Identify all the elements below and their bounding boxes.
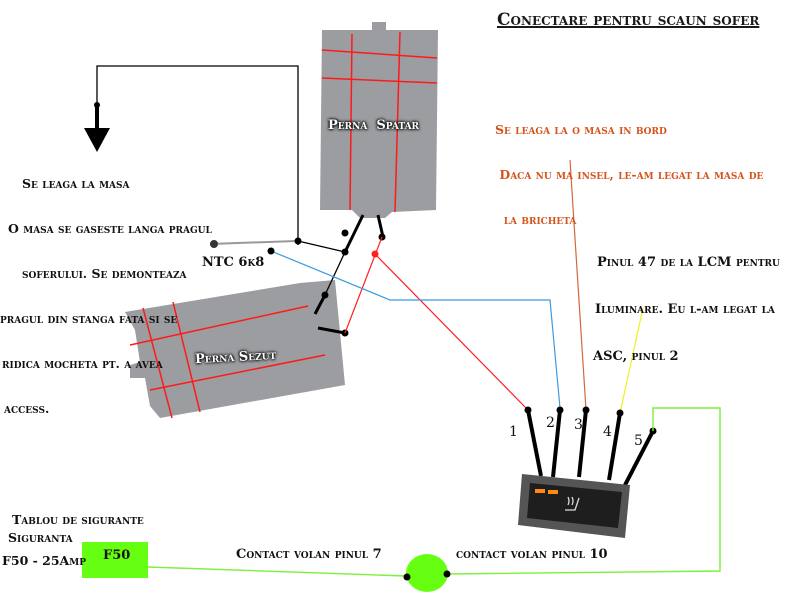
pin-label-3: 3 bbox=[574, 417, 583, 433]
ground-arrow-icon bbox=[84, 128, 110, 152]
floor-ground-note: Se leaga la masa O masa se gaseste langa… bbox=[0, 146, 212, 431]
note-line: pragul din stanga fata si se bbox=[0, 311, 178, 326]
fuse-board-label: Tablou de sigurante bbox=[12, 512, 144, 527]
black-wire-network bbox=[297, 214, 385, 335]
fuse-box-label: F50 bbox=[103, 548, 131, 563]
fuse-rating-label: F50 - 25Amp bbox=[2, 553, 86, 568]
fuse-f50-box[interactable] bbox=[82, 542, 148, 578]
ignition-pin10-label: contact volan pinul 10 bbox=[456, 547, 608, 562]
pin-label-2: 2 bbox=[546, 415, 555, 431]
power-wire bbox=[147, 407, 721, 577]
ignition-pin7-label: Contact volan pinul 7 bbox=[236, 547, 382, 562]
note-line: soferului. Se demonteaza bbox=[22, 266, 187, 281]
heater-wire bbox=[344, 236, 529, 411]
pin-label-5: 5 bbox=[634, 433, 643, 449]
pin-label-1: 1 bbox=[509, 424, 518, 440]
note-line: Daca nu ma insel, le-am legat la masa de bbox=[495, 167, 764, 182]
seat-heater-switch[interactable] bbox=[518, 474, 630, 538]
switch-pins bbox=[526, 409, 655, 486]
note-line: O masa se gaseste langa pragul bbox=[8, 221, 212, 236]
note-line: Se leaga la o masa in bord bbox=[495, 122, 667, 137]
fuse-name-label: Siguranta bbox=[8, 530, 73, 545]
note-line: Iluminare. Eu l-am legat la bbox=[595, 301, 775, 317]
seat-cushion bbox=[125, 280, 345, 419]
backrest-cushion bbox=[320, 22, 438, 218]
note-line: Se leaga la masa bbox=[22, 176, 130, 191]
sensor-wire bbox=[270, 250, 561, 409]
page-title: Conectare pentru scaun sofer bbox=[497, 10, 760, 30]
note-line: Pinul 47 de la LCM pentru bbox=[597, 255, 780, 271]
lcm-pin-note: Pinul 47 de la LCM pentru Iluminare. Eu … bbox=[593, 224, 780, 380]
ignition-switch-connector[interactable] bbox=[406, 554, 448, 592]
ntc-sensor-icon bbox=[210, 240, 218, 248]
ground-wire bbox=[96, 65, 299, 245]
board-ground-note: Se leaga la o masa in bord Daca nu ma in… bbox=[495, 92, 763, 242]
seat-heat-icon bbox=[565, 496, 580, 511]
pin-label-4: 4 bbox=[603, 424, 612, 440]
backrest-label: Perna Spatar bbox=[328, 118, 420, 133]
illumination-wire bbox=[619, 307, 644, 414]
note-line: la bricheta bbox=[495, 212, 577, 227]
note-line: ASC, pinul 2 bbox=[593, 348, 679, 364]
board-ground-wire bbox=[569, 159, 587, 411]
ntc-sensor-label: NTC 6k8 bbox=[202, 255, 265, 270]
note-line: ridica mocheta pt. a avea bbox=[2, 356, 163, 371]
note-line: access. bbox=[4, 401, 50, 416]
